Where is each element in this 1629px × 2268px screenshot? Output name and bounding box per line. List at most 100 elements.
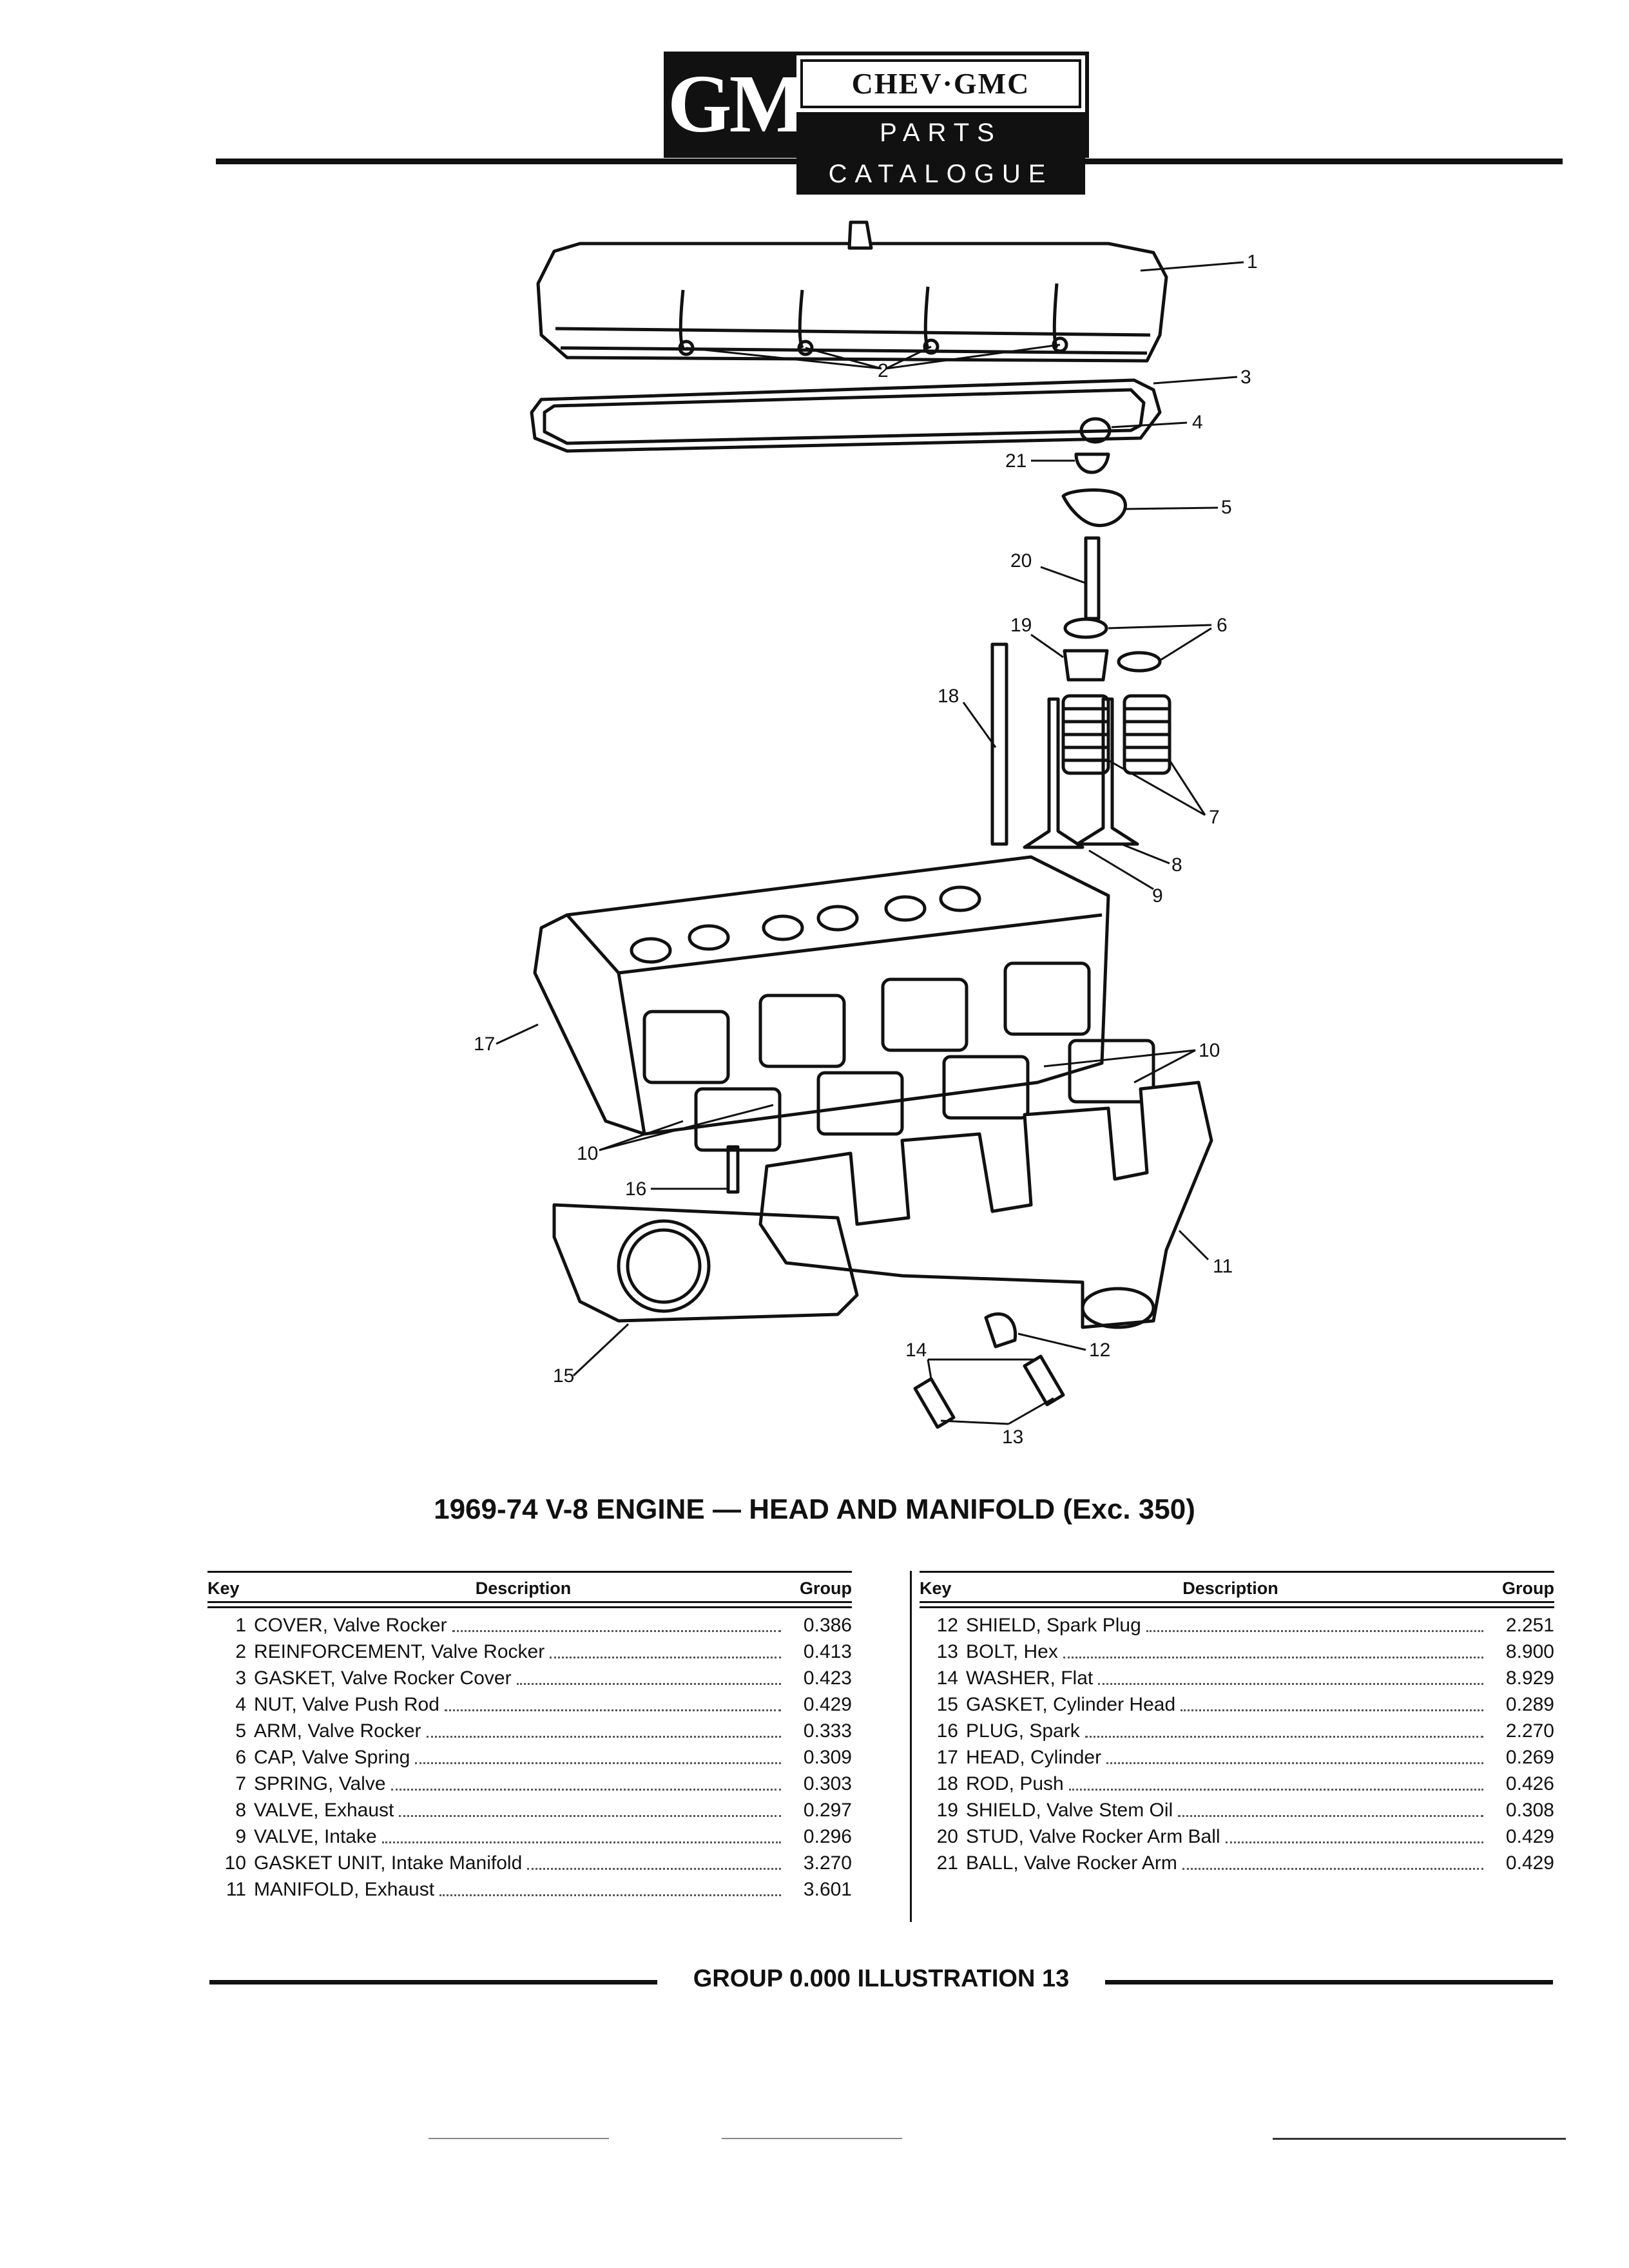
row-description: VALVE, Exhaust	[254, 1797, 794, 1823]
row-group: 3.601	[803, 1879, 852, 1900]
leader-dots	[1098, 1665, 1483, 1685]
faint-rule	[1273, 2138, 1566, 2140]
row-description-text: MANIFOLD, Exhaust	[254, 1879, 435, 1900]
row-description-text: GASKET, Cylinder Head	[966, 1694, 1176, 1715]
row-key: 18	[936, 1773, 958, 1794]
callout-9: 9	[1152, 885, 1163, 907]
leader-dots	[1084, 1718, 1483, 1738]
faint-rule	[722, 2138, 902, 2139]
row-group: 0.297	[803, 1800, 852, 1821]
callout-4: 4	[1192, 412, 1203, 433]
row-description: ARM, Valve Rocker	[254, 1718, 794, 1744]
row-key: 19	[936, 1800, 958, 1821]
header-rule	[216, 159, 1563, 164]
row-description-text: SHIELD, Spark Plug	[966, 1615, 1141, 1636]
spark-plug-shield-drawing	[984, 1312, 1017, 1349]
leader-dots	[426, 1718, 781, 1738]
row-group: 2.270	[1505, 1720, 1554, 1742]
leader-dots	[1106, 1744, 1483, 1764]
row-description: PLUG, Spark	[966, 1718, 1496, 1744]
leader-dots	[1181, 1691, 1483, 1711]
row-description-text: VALVE, Exhaust	[254, 1800, 394, 1821]
row-group: 0.429	[803, 1694, 852, 1715]
header-group: Group	[800, 1579, 852, 1598]
row-description-text: CAP, Valve Spring	[254, 1747, 410, 1768]
row-group: 0.423	[803, 1667, 852, 1689]
table-header: Key Description Group	[207, 1571, 852, 1601]
row-group: 0.426	[1505, 1773, 1554, 1794]
header-double-rule	[207, 1601, 852, 1608]
cylinder-head-drawing	[533, 855, 1110, 1136]
logo-text-block: CHEV·GMC TRUCK PARTS CATALOGUE	[796, 55, 1085, 195]
row-key: 7	[235, 1773, 246, 1794]
leader-dots	[452, 1612, 781, 1632]
rocker-cover-drawing	[536, 220, 1168, 363]
row-description: NUT, Valve Push Rod	[254, 1691, 794, 1718]
row-key: 9	[235, 1826, 246, 1847]
footer-rule-left	[209, 1980, 657, 1984]
row-description: BOLT, Hex	[966, 1639, 1496, 1665]
callout-18: 18	[938, 686, 959, 707]
leader-dots	[1146, 1612, 1483, 1632]
push-rod-drawing	[990, 642, 1008, 846]
row-key: 3	[235, 1667, 246, 1689]
row-description: WASHER, Flat	[966, 1665, 1496, 1691]
leader-dots	[439, 1876, 781, 1896]
row-description-text: NUT, Valve Push Rod	[254, 1694, 439, 1715]
row-key: 1	[235, 1615, 246, 1636]
rocker-gasket-drawing	[530, 378, 1162, 453]
callout-leaders	[496, 261, 1244, 1425]
gm-logo: GM CHEV·GMC TRUCK PARTS CATALOGUE	[664, 52, 1089, 195]
callout-7: 7	[1209, 807, 1220, 828]
row-description: SHIELD, Valve Stem Oil	[966, 1797, 1496, 1823]
callout-20: 20	[1010, 550, 1032, 572]
leader-dots	[550, 1639, 781, 1658]
row-description: HEAD, Cylinder	[966, 1744, 1496, 1771]
leader-dots	[1178, 1797, 1483, 1817]
row-description-text: BALL, Valve Rocker Arm	[966, 1852, 1177, 1874]
row-description: SHIELD, Spark Plug	[966, 1612, 1496, 1639]
leader-dots	[527, 1850, 781, 1870]
leader-dots	[399, 1797, 781, 1817]
row-key: 15	[936, 1694, 958, 1715]
head-gasket-drawing	[552, 1203, 859, 1323]
row-description-text: GASKET UNIT, Intake Manifold	[254, 1852, 523, 1874]
callout-3: 3	[1240, 367, 1251, 388]
push-rod-nut-drawing	[1079, 417, 1112, 444]
rocker-stud-drawing	[1084, 536, 1101, 620]
intake-gaskets-drawing	[694, 1039, 1155, 1152]
header-description: Description	[475, 1579, 572, 1598]
header-key: Key	[920, 1579, 952, 1598]
row-group: 0.386	[803, 1615, 852, 1636]
row-description: ROD, Push	[966, 1771, 1496, 1797]
row-description: CAP, Valve Spring	[254, 1744, 794, 1771]
header-description: Description	[1182, 1579, 1278, 1598]
header-double-rule	[920, 1601, 1554, 1608]
row-group: 0.309	[803, 1747, 852, 1768]
callout-13: 13	[1002, 1427, 1023, 1448]
leader-dots	[444, 1691, 781, 1711]
row-group: 8.929	[1505, 1667, 1554, 1689]
row-description: STUD, Valve Rocker Arm Ball	[966, 1823, 1496, 1850]
spark-plug-drawing	[726, 1145, 740, 1194]
row-key: 12	[936, 1615, 958, 1636]
row-group: 0.308	[1505, 1800, 1554, 1821]
row-key: 10	[224, 1852, 246, 1874]
row-description: BALL, Valve Rocker Arm	[966, 1850, 1496, 1876]
row-group: 8.900	[1505, 1641, 1554, 1662]
row-group: 0.296	[803, 1826, 852, 1847]
